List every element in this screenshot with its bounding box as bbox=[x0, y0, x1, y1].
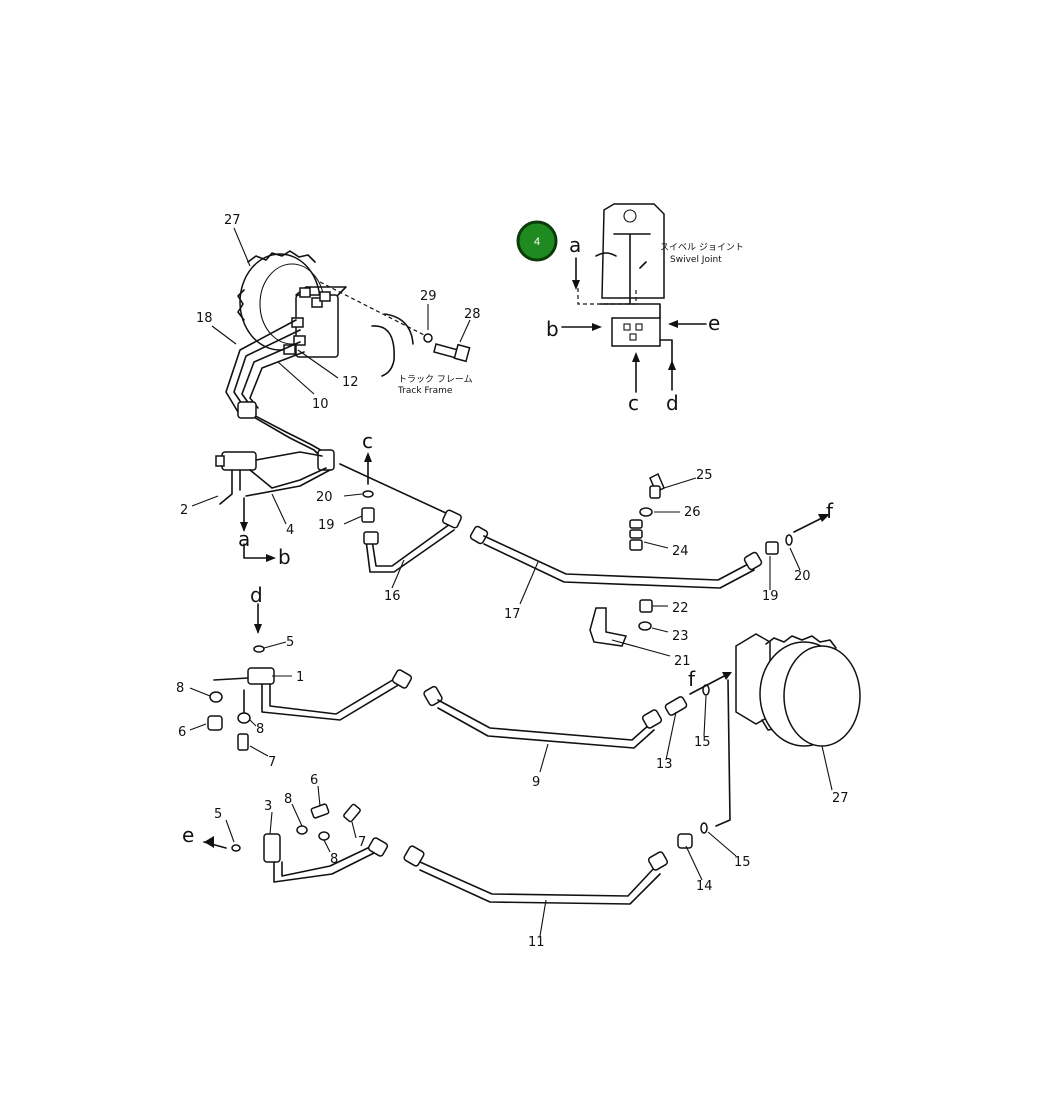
block-1-and-tube-9 bbox=[207, 645, 663, 751]
swivel-joint-jp-label: スイベル ジョイント bbox=[660, 243, 744, 253]
callout-14: 14 bbox=[696, 879, 713, 894]
callout-badge[interactable]: 4 bbox=[516, 220, 558, 262]
callout-27-lower: 27 bbox=[832, 791, 849, 806]
swivel-joint: スイベル ジョイント Swivel Joint bbox=[577, 203, 744, 347]
conn-f-lower: f bbox=[688, 667, 696, 691]
travel-motor-lower bbox=[735, 633, 861, 747]
callout-12: 12 bbox=[342, 375, 359, 390]
leader-lines bbox=[189, 227, 833, 937]
connection-letters: a b e c d c a b f d f e bbox=[182, 233, 834, 847]
callout-8-a: 8 bbox=[176, 681, 184, 696]
callout-7-upper: 7 bbox=[268, 755, 276, 770]
block-2 bbox=[215, 451, 331, 505]
fittings-13-15 bbox=[664, 672, 732, 827]
travel-motor-upper bbox=[237, 250, 347, 358]
washer-29 bbox=[423, 333, 433, 343]
callout-29: 29 bbox=[420, 289, 437, 304]
conn-c-mid: c bbox=[362, 429, 373, 453]
track-frame-en-label: Track Frame bbox=[397, 386, 453, 396]
callout-8-d: 8 bbox=[330, 852, 338, 867]
callout-10: 10 bbox=[312, 397, 329, 412]
callout-22: 22 bbox=[672, 601, 689, 616]
callout-25: 25 bbox=[696, 468, 713, 483]
tube-16 bbox=[339, 463, 462, 573]
callout-6-upper: 6 bbox=[178, 725, 186, 740]
callout-8-c: 8 bbox=[284, 792, 292, 807]
callout-labels: 27 18 10 12 29 28 2 4 20 19 16 17 25 26 … bbox=[176, 213, 849, 950]
conn-b-top: b bbox=[546, 317, 559, 341]
callout-5-upper: 5 bbox=[286, 635, 294, 650]
callout-15-lower: 15 bbox=[734, 855, 751, 870]
callout-6-lower: 6 bbox=[310, 773, 318, 788]
callout-27-upper: 27 bbox=[224, 213, 241, 228]
callout-5-lower: 5 bbox=[214, 807, 222, 822]
conn-e-lower: e bbox=[182, 823, 194, 847]
conn-f-right: f bbox=[826, 499, 834, 523]
track-frame-jp-label: トラック フレーム bbox=[398, 374, 473, 385]
callout-8-b: 8 bbox=[256, 722, 264, 737]
mid-arrows bbox=[240, 452, 830, 634]
callout-21: 21 bbox=[674, 654, 691, 669]
hoses-upper bbox=[225, 319, 335, 471]
callout-26: 26 bbox=[684, 505, 701, 520]
callout-20-right: 20 bbox=[794, 569, 811, 584]
swivel-joint-en-label: Swivel Joint bbox=[670, 255, 722, 265]
swivel-arrows bbox=[561, 257, 707, 393]
callout-15-upper: 15 bbox=[694, 735, 711, 750]
block-3-and-tube-11 bbox=[203, 803, 708, 905]
callout-7-lower: 7 bbox=[358, 835, 366, 850]
callout-13: 13 bbox=[656, 757, 673, 772]
callout-9: 9 bbox=[532, 775, 540, 790]
conn-b-mid: b bbox=[278, 545, 291, 569]
callout-3: 3 bbox=[264, 799, 272, 814]
track-frame-bracket: トラック フレーム Track Frame bbox=[319, 281, 473, 396]
callout-17: 17 bbox=[504, 607, 521, 622]
callout-19-left: 19 bbox=[318, 518, 335, 533]
callout-23: 23 bbox=[672, 629, 689, 644]
badge-number: 4 bbox=[534, 236, 540, 248]
conn-d-mid: d bbox=[250, 583, 263, 607]
callout-11: 11 bbox=[528, 935, 545, 950]
conn-a-mid: a bbox=[238, 527, 250, 551]
callout-20-left: 20 bbox=[316, 490, 333, 505]
conn-c-top: c bbox=[628, 391, 639, 415]
callout-16: 16 bbox=[384, 589, 401, 604]
callout-18: 18 bbox=[196, 311, 213, 326]
fittings-21-22-23 bbox=[589, 599, 653, 647]
callout-1: 1 bbox=[296, 670, 304, 685]
conn-e-top: e bbox=[708, 311, 720, 335]
conn-d-top: d bbox=[666, 391, 679, 415]
callout-19-right: 19 bbox=[762, 589, 779, 604]
bolt-28 bbox=[433, 343, 471, 363]
callout-28: 28 bbox=[464, 307, 481, 322]
tube-17 bbox=[469, 525, 793, 589]
callout-2: 2 bbox=[180, 503, 188, 518]
callout-24: 24 bbox=[672, 544, 689, 559]
callout-4: 4 bbox=[286, 523, 294, 538]
conn-a-top: a bbox=[569, 233, 581, 257]
